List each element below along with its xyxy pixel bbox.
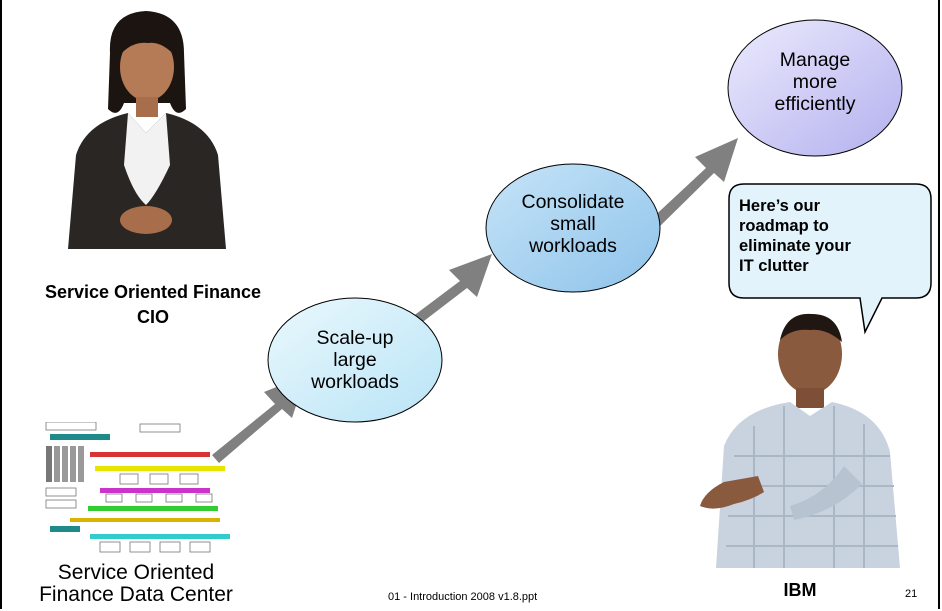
step-3-line-1: Manage bbox=[779, 49, 851, 71]
slide-number: 21 bbox=[905, 588, 918, 600]
footer-filename: 01 - Introduction 2008 v1.8.ppt bbox=[388, 591, 538, 603]
step-1-line-2: large bbox=[333, 349, 377, 371]
step-2-line-1: Consolidate bbox=[521, 191, 625, 213]
step-3-line-3: efficiently bbox=[774, 93, 856, 115]
step-consolidate-label: Consolidate small workloads bbox=[496, 182, 650, 266]
speech-bubble-text: Here’s our roadmap to eliminate your IT … bbox=[739, 196, 929, 276]
bubble-line-2: roadmap to bbox=[739, 217, 829, 235]
bubble-line-1: Here’s our bbox=[739, 197, 821, 215]
ibm-caption: IBM bbox=[783, 580, 817, 600]
datacenter-caption: Service Oriented Finance Data Center bbox=[6, 562, 266, 606]
ellipse-manage bbox=[727, 19, 903, 157]
cio-caption-line-2: CIO bbox=[136, 307, 169, 327]
cio-photo bbox=[68, 11, 226, 249]
step-3-line-2: more bbox=[792, 71, 838, 93]
ellipse-consolidate bbox=[485, 163, 661, 293]
ibm-representative-photo bbox=[700, 313, 900, 568]
step-manage-label: Manage more efficiently bbox=[738, 40, 892, 124]
step-2-line-3: workloads bbox=[529, 235, 617, 257]
cio-caption-line-1: Service Oriented Finance bbox=[44, 282, 262, 302]
speech-bubble bbox=[728, 183, 932, 335]
step-1-line-3: workloads bbox=[311, 371, 399, 393]
bubble-line-4: IT clutter bbox=[739, 257, 809, 275]
step-scale-up-label: Scale-up large workloads bbox=[278, 318, 432, 402]
step-1-line-1: Scale-up bbox=[316, 327, 394, 349]
ellipse-scale-up bbox=[267, 297, 443, 423]
data-center-diagram bbox=[45, 422, 230, 553]
arrow-to-scale-up bbox=[212, 375, 306, 463]
cio-caption: Service Oriented Finance CIO bbox=[8, 280, 298, 330]
arrow-to-manage bbox=[647, 138, 738, 231]
step-2-line-2: small bbox=[550, 213, 596, 235]
arrow-to-consolidate bbox=[400, 254, 492, 334]
datacenter-caption-line-2: Finance Data Center bbox=[39, 583, 233, 606]
bubble-line-3: eliminate your bbox=[739, 237, 851, 255]
datacenter-caption-line-1: Service Oriented bbox=[57, 561, 215, 584]
